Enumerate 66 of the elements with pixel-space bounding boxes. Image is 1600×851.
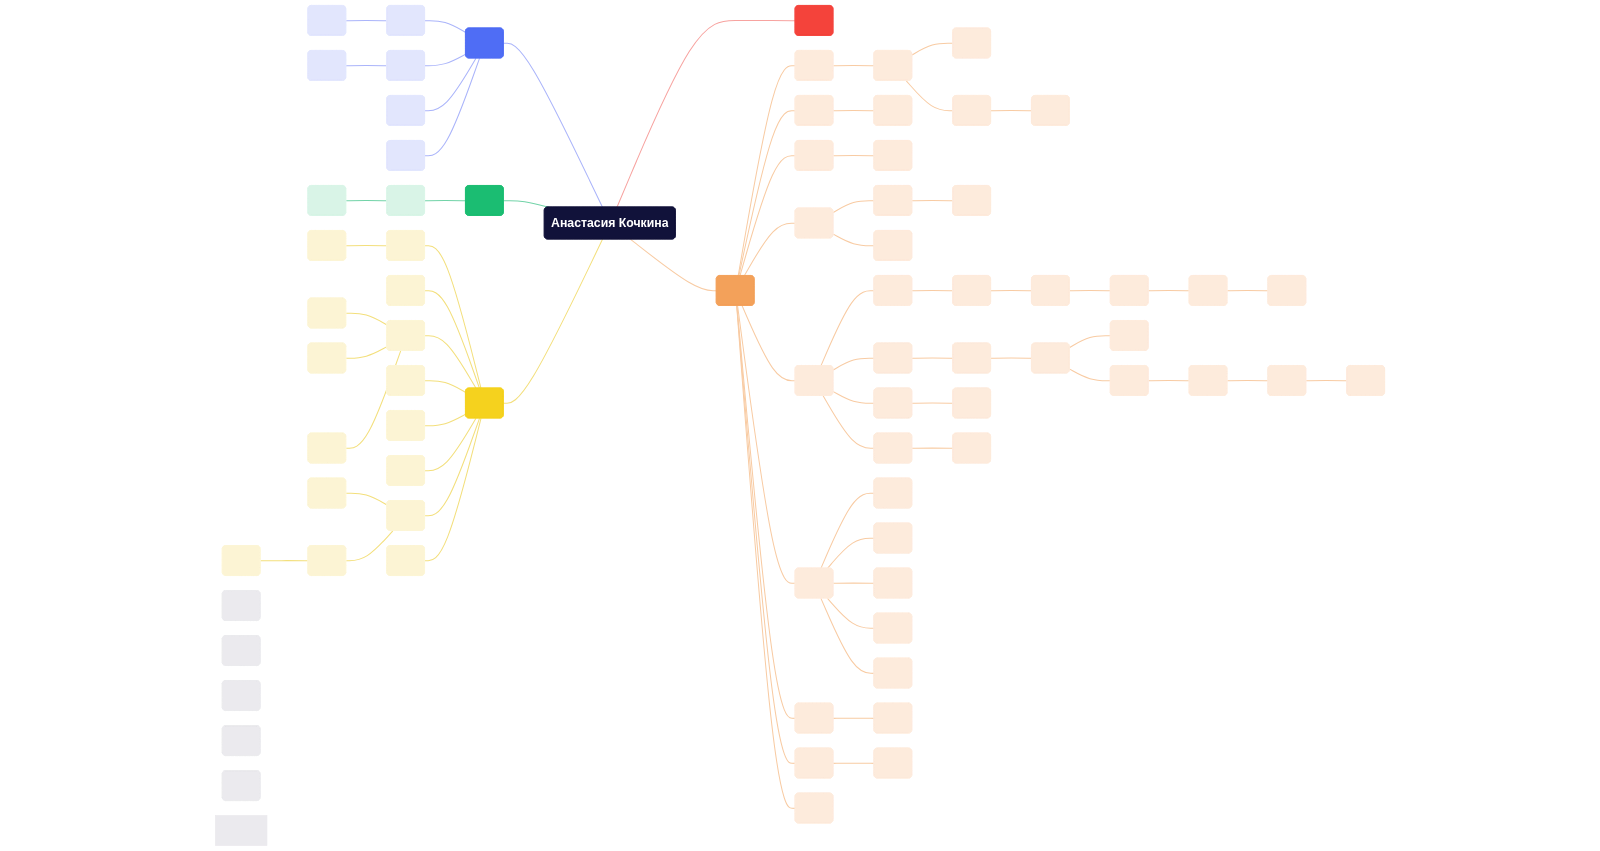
connector: [259, 560, 309, 562]
connector: [1069, 290, 1112, 292]
connector: [911, 357, 954, 359]
connector: [424, 417, 477, 472]
connector: [832, 762, 875, 764]
connector: [424, 200, 467, 202]
connector: [503, 238, 603, 404]
connector: [1226, 290, 1269, 292]
connector: [741, 305, 796, 382]
connector: [911, 447, 954, 449]
connector: [822, 395, 875, 449]
connector: [424, 380, 467, 394]
connector: [832, 155, 875, 157]
connector: [424, 290, 480, 389]
connector: [345, 492, 388, 506]
connector: [990, 357, 1033, 359]
connector: [739, 155, 796, 277]
connector: [345, 312, 388, 326]
connector: [424, 335, 477, 389]
connector: [424, 417, 480, 517]
connector: [832, 65, 875, 67]
connector: [1305, 380, 1348, 382]
connector: [424, 20, 467, 33]
connector: [832, 717, 875, 719]
connector: [737, 65, 796, 277]
connector: [911, 290, 954, 292]
connector: [832, 233, 875, 247]
connector: [630, 238, 718, 292]
connector: [424, 413, 467, 427]
connector: [990, 290, 1033, 292]
connector: [827, 597, 875, 629]
connector: [424, 57, 477, 112]
connector: [832, 200, 875, 213]
connector: [832, 582, 875, 584]
connector: [820, 597, 875, 674]
connector: [345, 65, 388, 67]
connector: [820, 290, 875, 367]
connector: [737, 305, 796, 584]
connector: [345, 245, 388, 247]
connector: [832, 391, 875, 404]
connector: [345, 20, 388, 22]
connector: [345, 530, 394, 562]
connector: [616, 19, 796, 208]
connector: [911, 200, 954, 202]
connector: [1148, 290, 1190, 292]
connector: [905, 80, 954, 112]
connector: [1069, 368, 1112, 382]
connector: [424, 245, 482, 389]
connector: [832, 357, 875, 371]
connector: [424, 53, 467, 67]
connector: [1069, 335, 1112, 348]
connector: [1226, 380, 1269, 382]
connector: [738, 110, 796, 277]
connector: [424, 57, 480, 157]
connector: [424, 417, 482, 562]
connector: [1148, 380, 1190, 382]
connector: [503, 42, 603, 208]
connector: [345, 200, 388, 202]
connector: [832, 110, 875, 112]
connector: [911, 42, 954, 56]
connector: [345, 346, 388, 359]
connector: [911, 402, 954, 404]
connector: [743, 222, 796, 277]
connector: [820, 492, 875, 569]
connector: [827, 537, 875, 569]
connector: [990, 110, 1033, 112]
